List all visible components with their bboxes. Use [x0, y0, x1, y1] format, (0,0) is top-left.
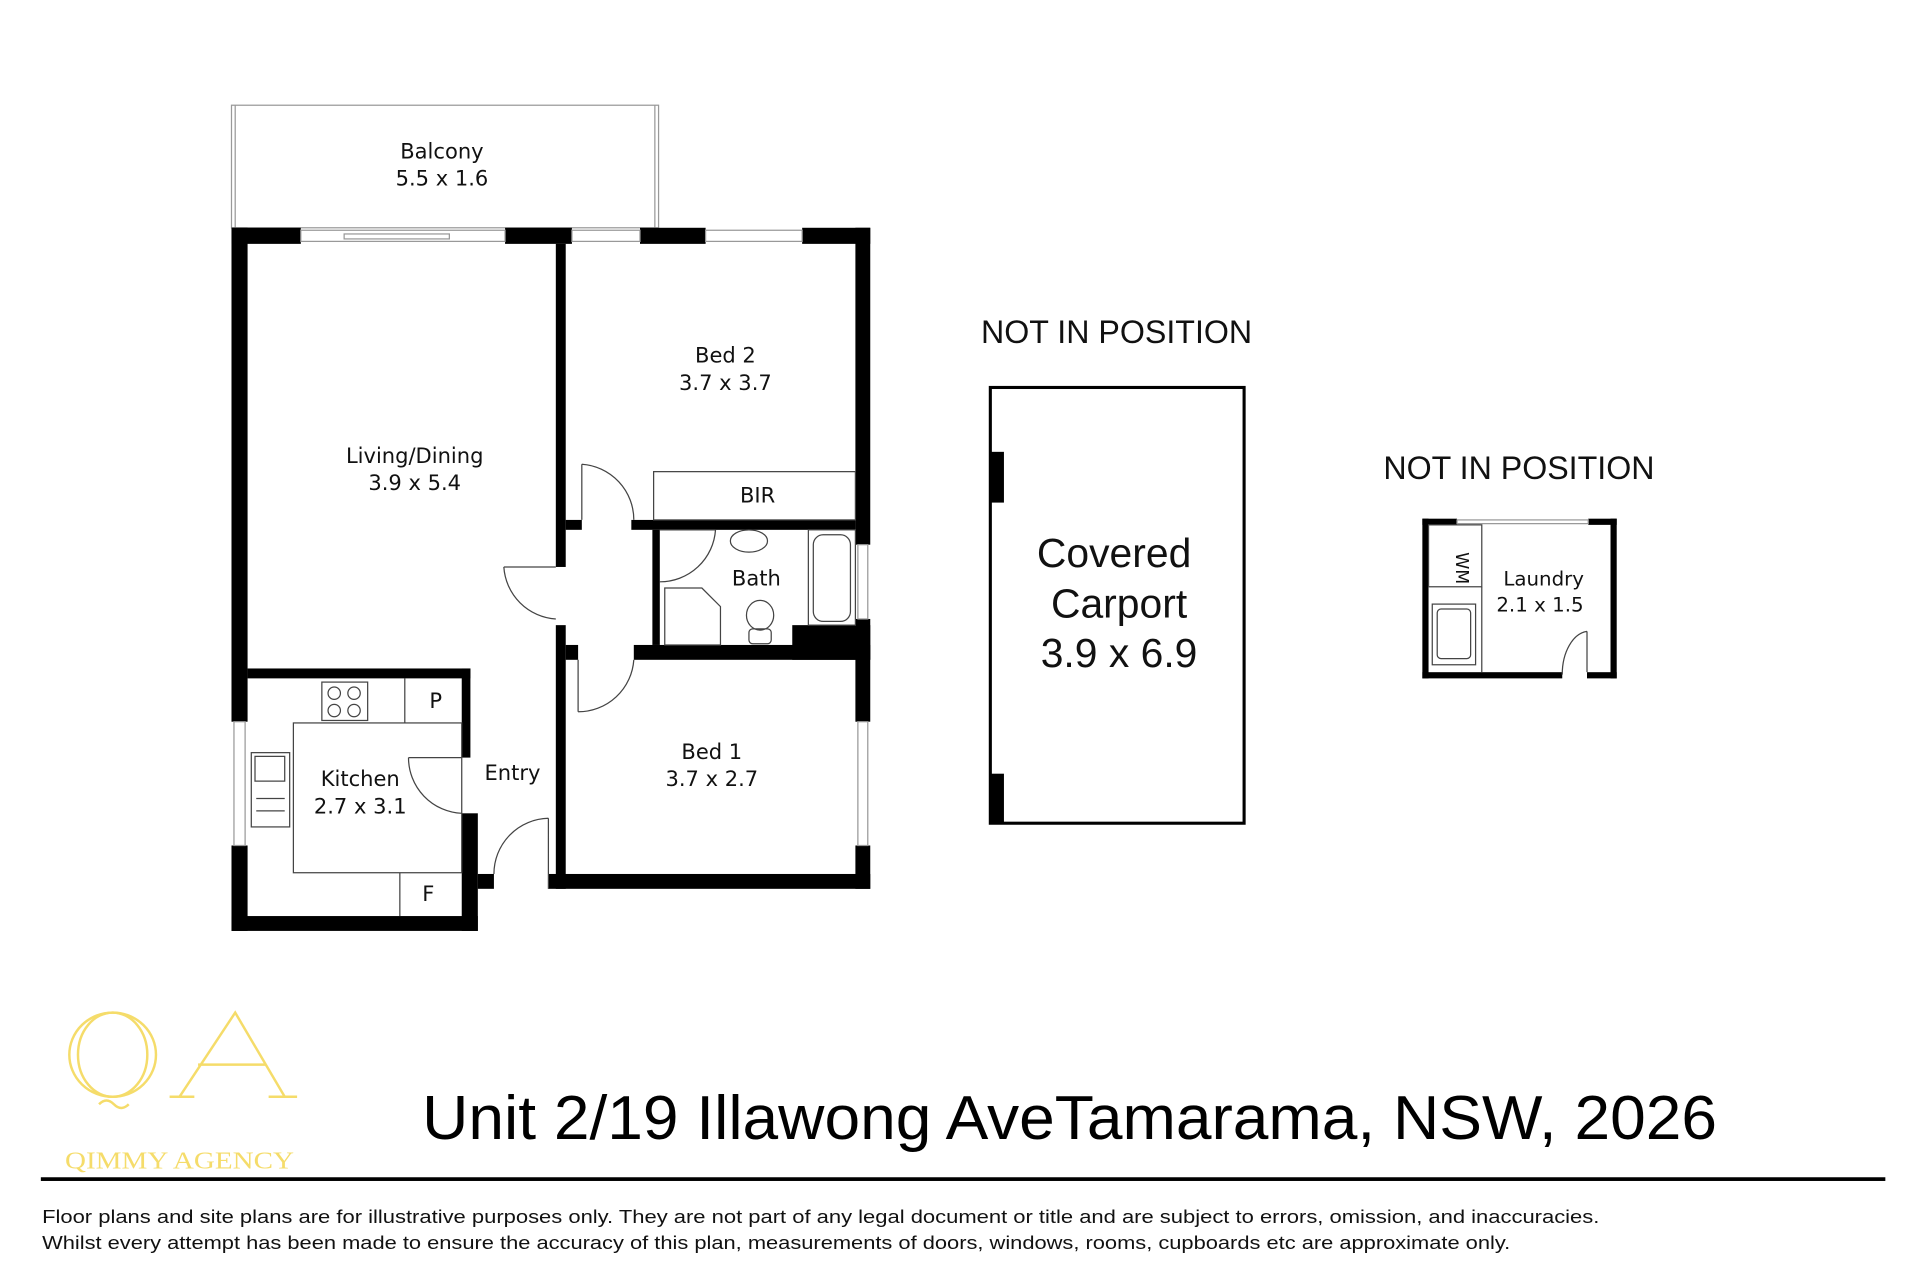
- fridge-label: F: [422, 881, 434, 906]
- toilet-icon: [745, 599, 775, 631]
- divider: [40, 1177, 1886, 1181]
- laundry-tub-icon: [1431, 603, 1477, 666]
- door-swings: [407, 463, 717, 889]
- laundry: NOT IN POSITION WM Laundry 2.1 x 1.5: [1383, 450, 1654, 679]
- washing-machine-label: WM: [1451, 552, 1471, 584]
- fixtures: [250, 471, 857, 917]
- windows: [233, 229, 869, 847]
- room-labels: Living/Dining 3.9 x 5.4 Bed 2 3.7 x 3.7 …: [314, 343, 781, 906]
- basin-icon: [729, 529, 769, 553]
- property-address-title: Unit 2/19 Illawong AveTamarama, NSW, 202…: [422, 1084, 1717, 1153]
- stove-icon: [321, 681, 369, 722]
- walls: [231, 227, 871, 931]
- laundry-label: Laundry: [1503, 568, 1584, 591]
- living-label: Living/Dining: [346, 443, 484, 468]
- pantry-label: P: [429, 688, 442, 713]
- disclaimer-line-1: Floor plans and site plans are for illus…: [42, 1206, 1599, 1227]
- entry-label: Entry: [485, 760, 541, 785]
- living-size: 3.9 x 5.4: [368, 470, 461, 495]
- carport-not-in-position: NOT IN POSITION: [981, 314, 1252, 350]
- kitchen-size: 2.7 x 3.1: [314, 793, 407, 818]
- carport-line1: Covered: [1037, 530, 1191, 576]
- bed2-label: Bed 2: [695, 343, 756, 368]
- agency-logo: QIMMY AGENCY: [65, 1010, 298, 1175]
- carport-size: 3.9 x 6.9: [1041, 630, 1198, 676]
- bath-label: Bath: [732, 566, 781, 591]
- shower-icon: [664, 587, 722, 646]
- kitchen-label: Kitchen: [321, 766, 400, 791]
- balcony-size: 5.5 x 1.6: [396, 166, 489, 191]
- bed1-label: Bed 1: [681, 739, 742, 764]
- laundry-size: 2.1 x 1.5: [1496, 594, 1583, 617]
- agency-name: QIMMY AGENCY: [65, 1148, 294, 1175]
- bed2-size: 3.7 x 3.7: [679, 370, 772, 395]
- balcony: Balcony 5.5 x 1.6: [230, 104, 660, 229]
- bathtub-icon: [807, 529, 857, 626]
- carport: NOT IN POSITION Covered Carport 3.9 x 6.…: [981, 314, 1252, 825]
- disclaimer-line-2: Whilst every attempt has been made to en…: [42, 1232, 1510, 1253]
- balcony-label: Balcony: [400, 138, 483, 163]
- bed1-size: 3.7 x 2.7: [665, 766, 758, 791]
- bir-label: BIR: [740, 483, 775, 508]
- carport-line2: Carport: [1051, 581, 1188, 627]
- sink-icon: [250, 752, 291, 828]
- laundry-not-in-position: NOT IN POSITION: [1383, 450, 1654, 486]
